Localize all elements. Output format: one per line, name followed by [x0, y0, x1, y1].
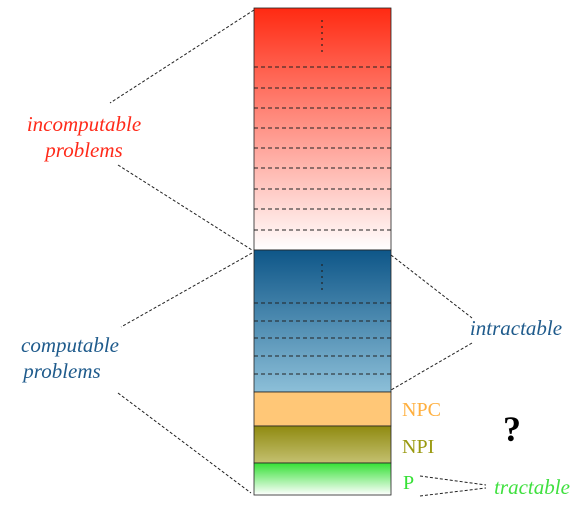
connector-lines	[109, 9, 487, 497]
p-label: P	[403, 472, 414, 494]
incomputable-region	[253, 7, 392, 251]
intractable-label: intractable	[470, 316, 562, 340]
incomputable-level-lines	[254, 66, 391, 231]
computable-level-lines	[254, 302, 391, 375]
computable-label-line1: computable	[21, 333, 119, 357]
question-mark: ?	[503, 409, 521, 449]
npc-label: NPC	[402, 399, 441, 421]
computable-label-line2: problems	[21, 359, 100, 383]
npi-band	[253, 425, 392, 464]
tractable-label: tractable	[494, 475, 570, 499]
p-band	[253, 462, 392, 496]
incomputable-label-line1: incomputable	[27, 112, 141, 136]
incomputable-label-line2: problems	[43, 138, 122, 162]
npc-band	[253, 391, 392, 427]
npi-label: NPI	[402, 436, 434, 458]
